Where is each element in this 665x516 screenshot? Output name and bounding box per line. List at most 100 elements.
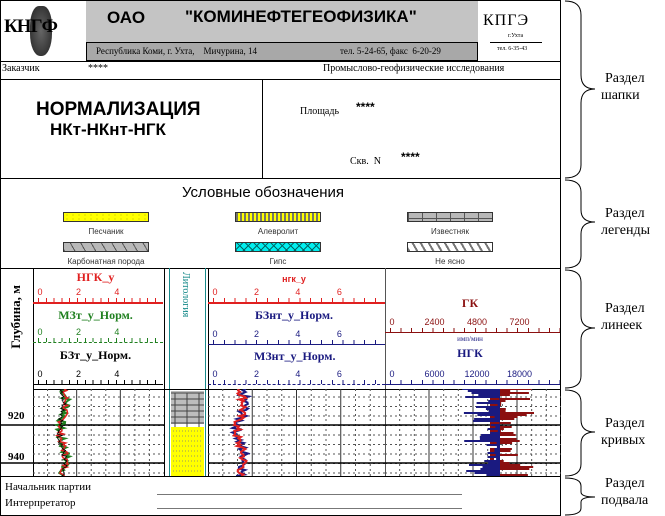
section-label: Раздел кривых [601,415,645,449]
scale-tick-label: 4 [295,287,301,297]
scale-tick-label: 0 [212,329,218,339]
curve-ngk [462,389,500,476]
address-bar [86,42,478,61]
chief-signature-line [157,494,462,495]
lithology-column [169,268,206,476]
scale-tick-label: 2 [253,369,259,379]
section-label-line1: Раздел [605,416,645,431]
scale-tick-label: 6 [336,369,342,379]
scale-name: МЗт_у_Норм. [58,308,133,322]
scale-line [208,384,385,385]
depth-axis-label: Глубина, м [8,285,23,349]
legend-label: Карбонатная порода [67,257,145,266]
scale-ticks [38,338,163,342]
scale-ticks [390,380,560,384]
legend-label: Не ясно [435,257,465,266]
scale-line [33,302,163,304]
lithology-siltstone [171,427,204,476]
scale-ticks [213,298,385,302]
scale-tick-label: 4800 [467,317,488,327]
kpge-logo: КПГЭ [483,12,530,29]
legend-swatch [63,212,149,222]
scale-tick-label: 4 [295,329,301,339]
scale-name: БЗт_у_Норм. [59,348,132,362]
legend-label: Известняк [431,227,469,236]
legend-swatch [63,242,149,252]
company-banner [86,1,478,42]
scale-tick-label: 12000 [464,369,490,379]
legend-swatch [235,212,321,222]
scale-tick-label: 0 [37,327,43,337]
company-logo: КНГФ [2,4,82,58]
scale-name: ГК [461,296,479,310]
scale-tick-label: 2 [75,287,81,297]
section-label: Раздел линеек [601,300,645,334]
scale-line [33,342,163,343]
section-braces [564,0,596,516]
scale-tick-label: 2 [253,287,259,297]
doc-title-2: НКт-НКнт-НГК [50,120,166,139]
interpreter-signature-line [157,508,462,509]
scale-tick-label: 0 [212,369,218,379]
scale-tick-label: 0 [37,369,43,379]
section-label-line2: легенды [601,223,650,238]
section-label-line1: Раздел [605,71,645,86]
interpreter-label: Интерпретатор [5,497,76,509]
section-label: Раздел легенды [601,205,650,239]
lithology-label: Литология [180,272,191,318]
scale-line [33,384,163,385]
scale-tick-label: 18000 [507,369,533,379]
section-label-line2: шапки [601,88,640,103]
scale-line [385,332,560,333]
section-label-line2: линеек [601,318,643,333]
scale-tick-label: 6000 [424,369,445,379]
scale-tick-label: 0 [389,317,395,327]
scale-name: БЗнт_у_Норм. [254,308,334,322]
scale-tick-label: 6 [336,287,342,297]
scale-tick-label: 2400 [424,317,445,327]
legend-label: Гипс [269,257,287,266]
scale-tick-label: 4 [295,369,301,379]
scale-tick-label: 4 [114,287,120,297]
customer-value: **** [88,63,108,74]
legend-label: Алевролит [257,227,299,236]
curve-ngk-u-2 [231,389,249,476]
chief-label: Начальник партии [5,481,91,493]
curves-area [0,389,561,476]
scale-name: НГК [457,346,483,360]
scale-name: НГК_у [76,270,115,284]
doc-title-1: НОРМАЛИЗАЦИЯ [36,99,201,120]
curve-bzt [56,389,68,476]
scale-tick-label: 2 [75,369,81,379]
depth-tick: 920 [8,410,25,422]
scale-ticks [38,380,163,384]
section-label-line2: кривых [601,433,646,448]
scale-tick-label: 0 [389,369,395,379]
scale-tick-label: 2 [75,327,81,337]
scale-tick-label: 4 [114,369,120,379]
scale-name: нгк_у [282,274,306,284]
scale-tick-label: 0 [212,287,218,297]
depth-tick: 940 [8,451,25,463]
scale-tick-label: 7200 [509,317,530,327]
scale-tick-label: 2 [253,329,259,339]
curve-bznt [229,389,253,476]
scale-name: МЗнт_у_Норм. [254,349,336,363]
section-label-line1: Раздел [605,476,645,491]
section-label-line1: Раздел [605,206,645,221]
scale-unit: имп/мин [457,335,483,343]
legend-swatch [407,242,493,252]
legend-title: Условные обозначения [182,184,345,201]
legend-swatch [407,212,493,222]
work-type: Промыслово-геофизические исследования [323,63,505,74]
section-label: Раздел шапки [601,70,645,104]
section-label-line1: Раздел [605,301,645,316]
scale-line [208,344,385,345]
scale-line [385,384,560,385]
scale-ticks [38,298,163,302]
customer-label: Заказчик [2,63,40,74]
scale-tick-label: 6 [336,329,342,339]
scale-ticks [213,380,385,384]
legend-swatch [235,242,321,252]
